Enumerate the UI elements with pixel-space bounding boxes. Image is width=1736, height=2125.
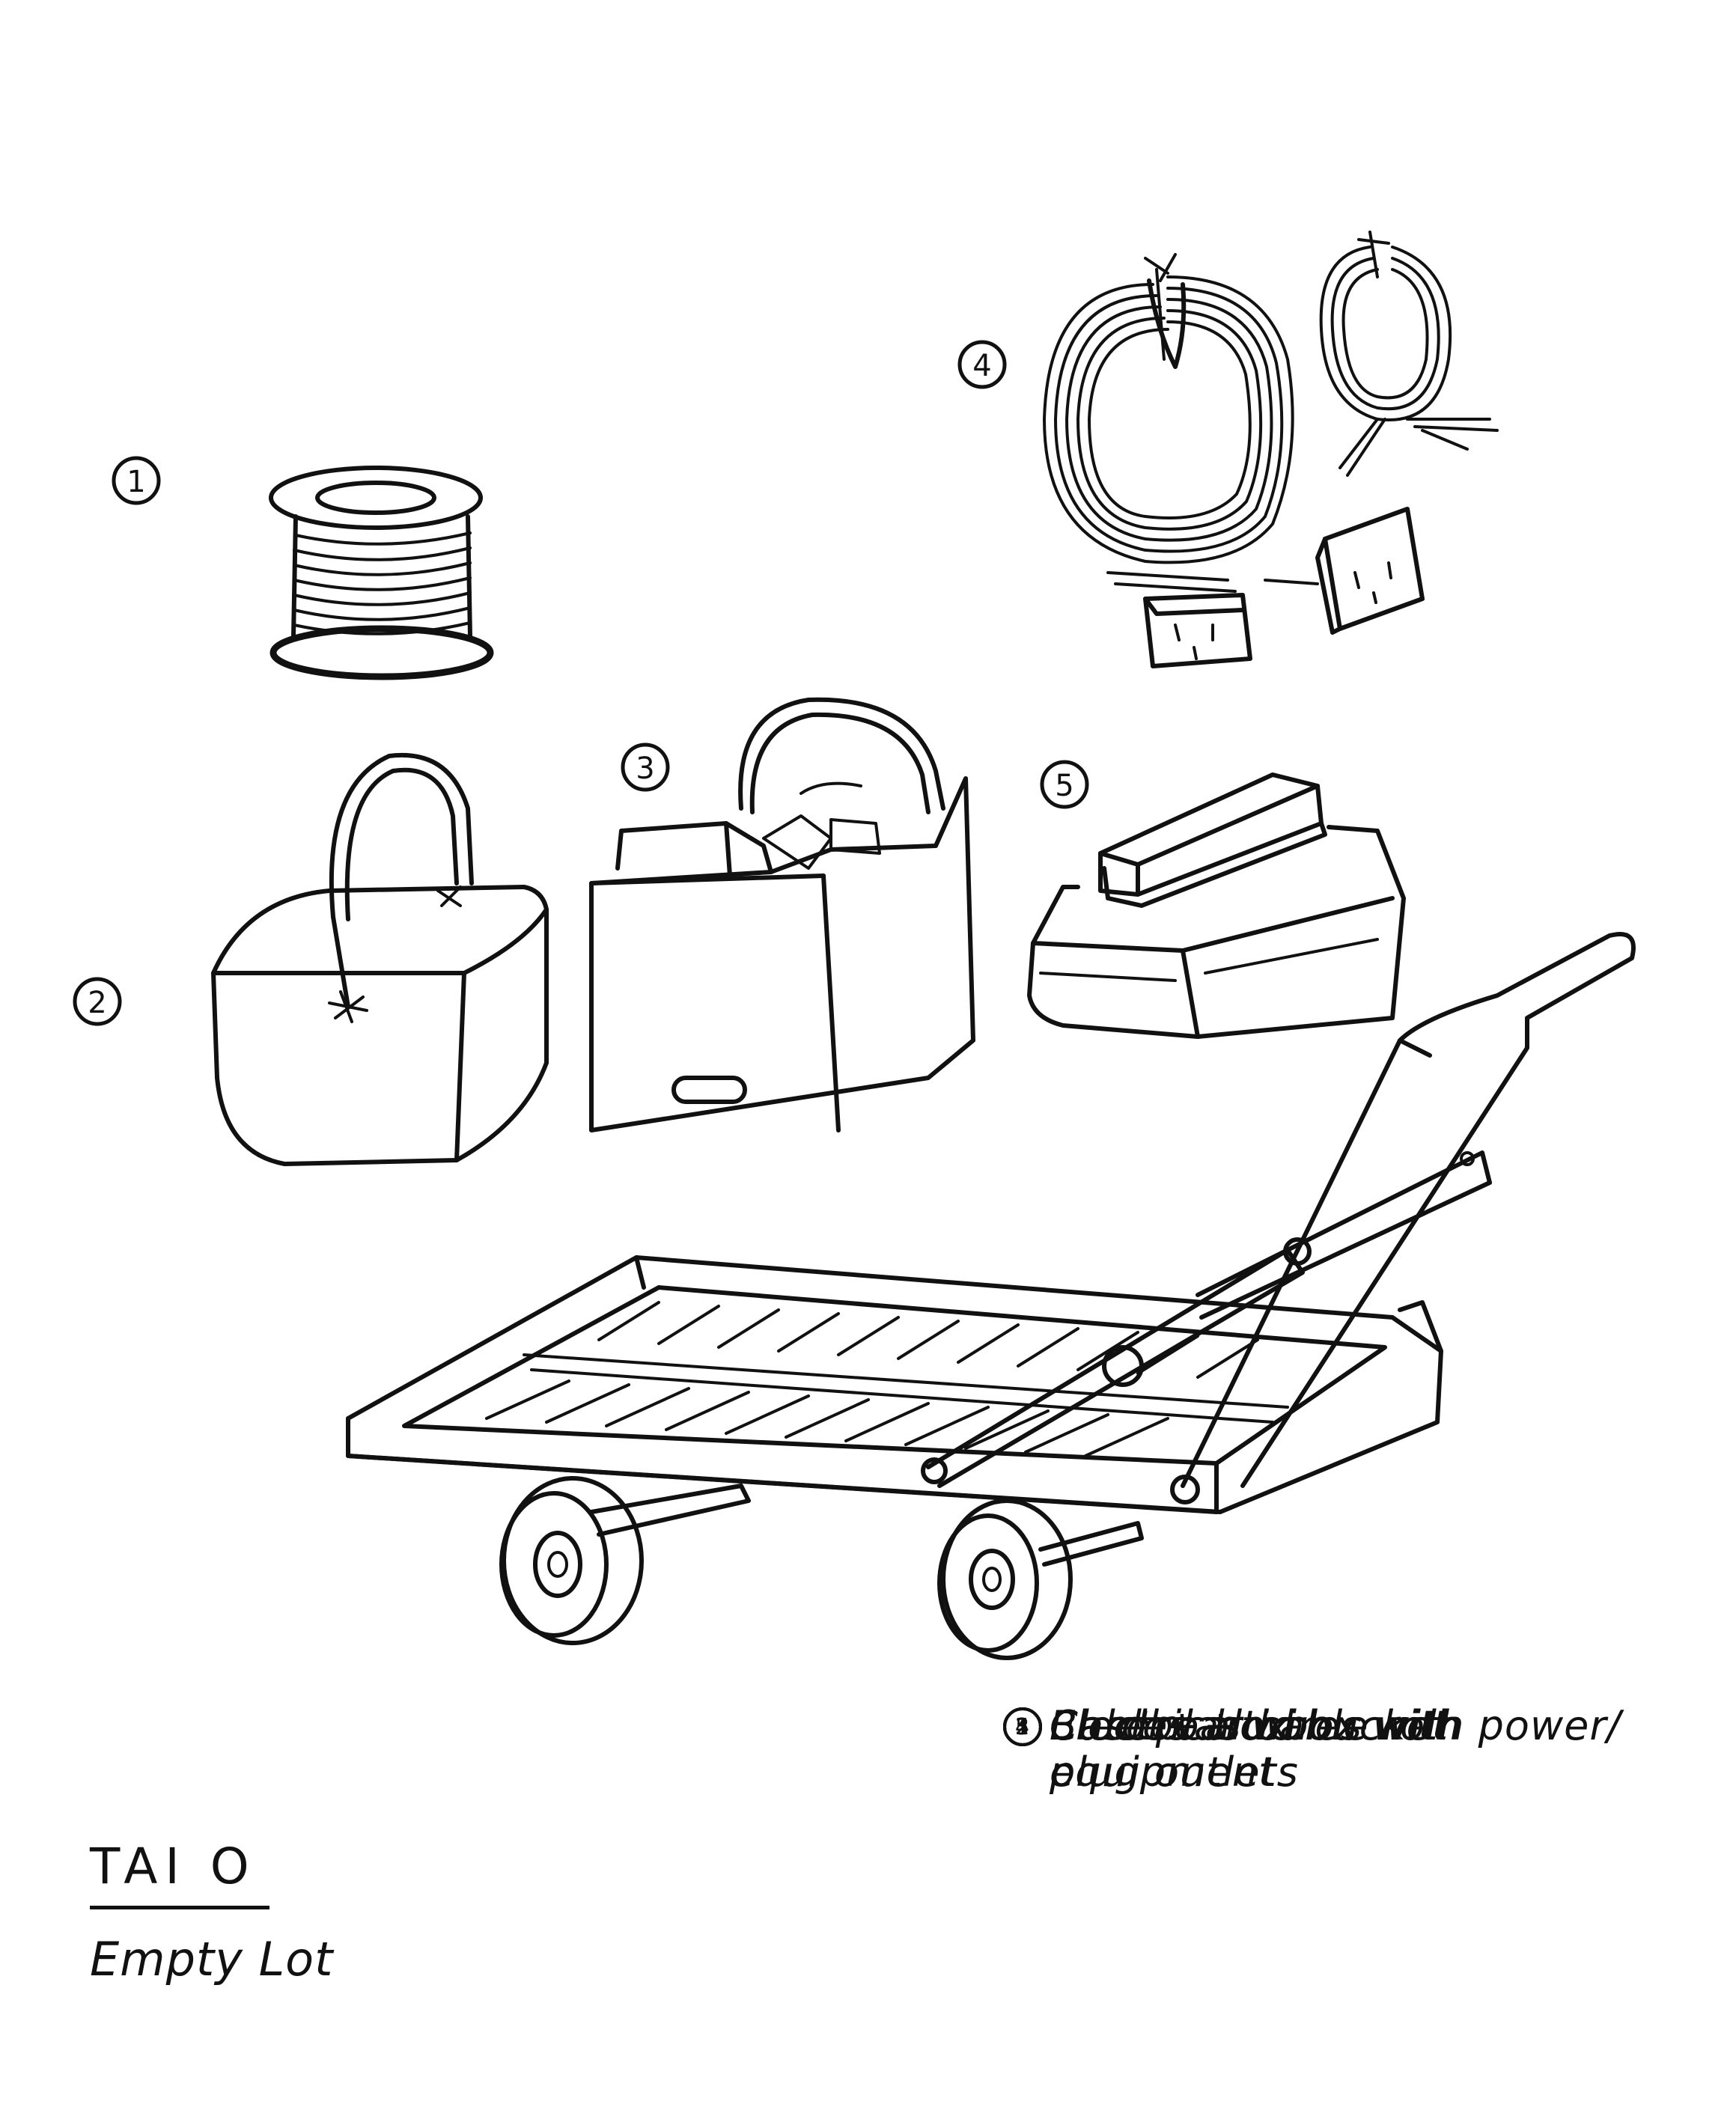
marker-3-number: 3: [636, 751, 654, 786]
marker-2: 2: [73, 977, 122, 1026]
title-block: TAI O Empty Lot: [90, 1838, 333, 1987]
marker-1-number: 1: [127, 465, 145, 499]
cart-icon: [346, 932, 1636, 1660]
legend-item-3: 3 Cardboard box with equipment: [1003, 1703, 1678, 1796]
marker-4: 4: [957, 340, 1007, 389]
marker-2-number: 2: [88, 986, 106, 1020]
legend-label-5: Case + box: [1050, 1702, 1291, 1749]
marker-4-number: 4: [972, 349, 991, 383]
marker-5: 5: [1040, 760, 1089, 809]
legend-item-5: 5 Case + box: [1003, 1703, 1678, 1749]
title-underline: [90, 1906, 269, 1909]
legend-number-5: 5: [1003, 1707, 1042, 1746]
box-icon: [589, 697, 975, 1132]
legend-item-4: 4 Cables + wires with power/ plug outlet…: [1003, 1703, 1678, 1796]
marker-5-number: 5: [1055, 769, 1073, 803]
legend-label-3: Cardboard box with equipment: [1050, 1702, 1462, 1796]
bucket-icon: [211, 752, 549, 1166]
legend-label-4: Cables + wires with power/ plug outlets: [1050, 1702, 1621, 1796]
legend-label-2: Blue plastic bucket: [1050, 1702, 1449, 1749]
place-title: TAI O: [90, 1838, 257, 1895]
coiled-cables-icon: [1043, 231, 1499, 668]
legend-label-1: Electrical cable roll: [1050, 1702, 1450, 1749]
legend-item-2: 2 Blue plastic bucket: [1003, 1703, 1678, 1749]
cable-reel-icon: [269, 466, 494, 680]
case-icon: [1027, 772, 1406, 1039]
marker-1: 1: [112, 456, 161, 505]
place-subtitle: Empty Lot: [90, 1932, 334, 1987]
marker-3: 3: [621, 743, 670, 792]
